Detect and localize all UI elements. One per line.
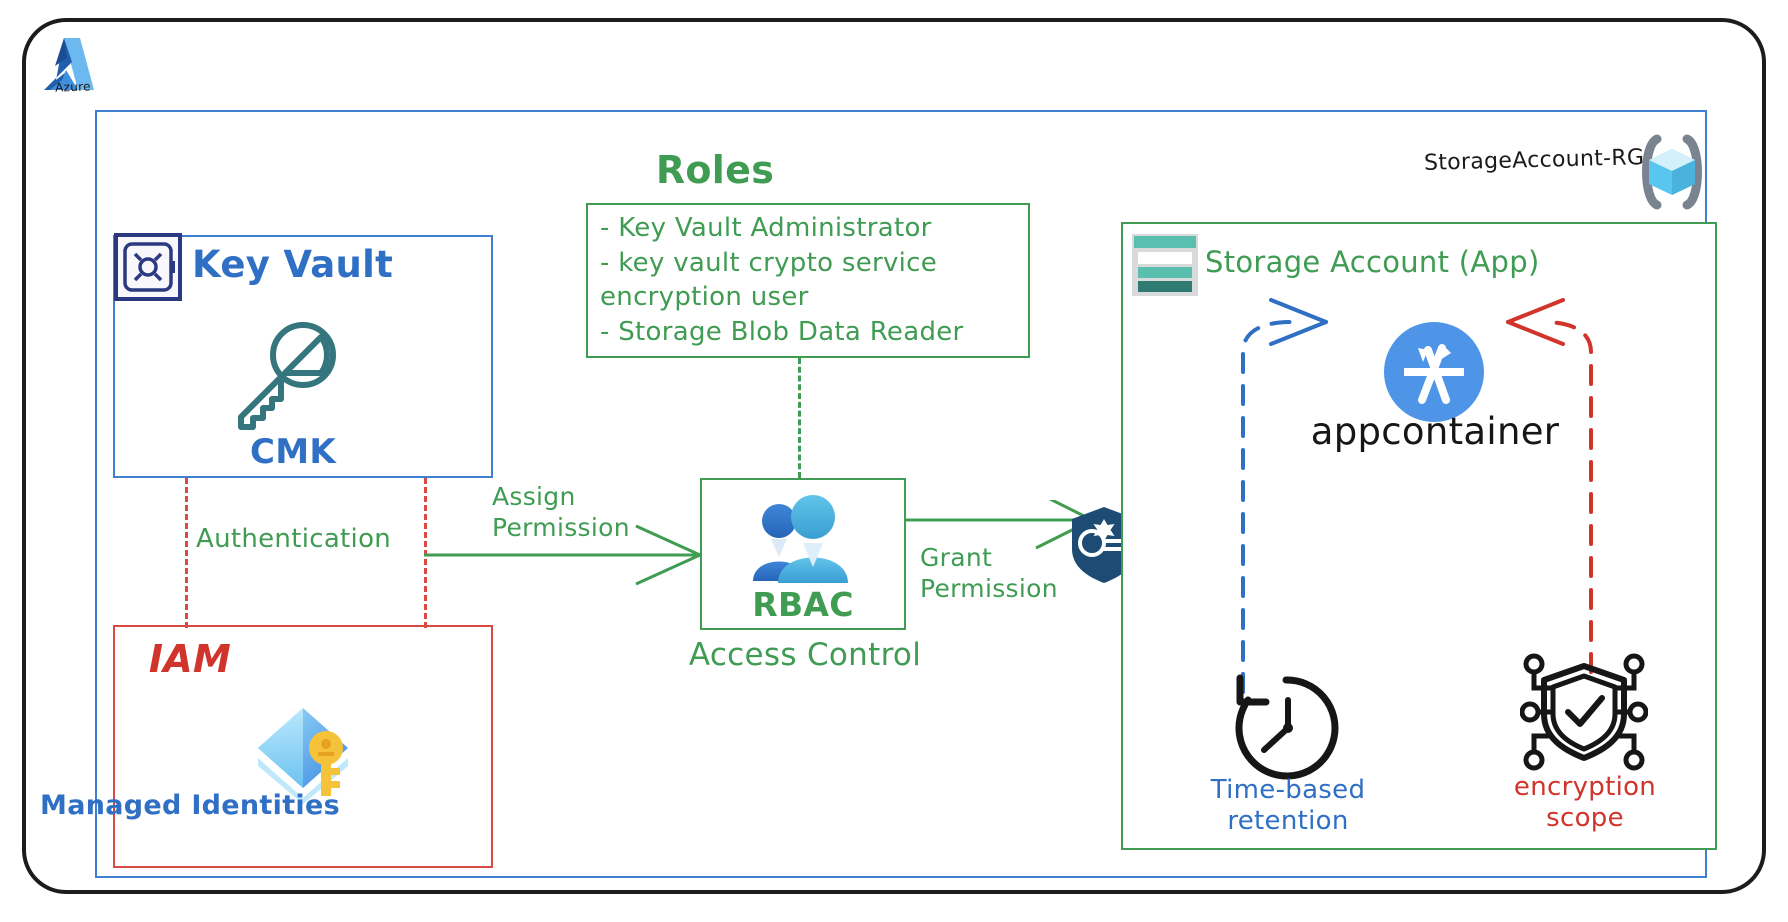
azure-logo bbox=[42, 36, 102, 98]
azure-logo-label: Azure bbox=[54, 79, 92, 95]
roles-box[interactable]: - Key Vault Administrator - key vault cr… bbox=[586, 203, 1030, 358]
iam-title: IAM bbox=[148, 637, 232, 681]
roles-title: Roles bbox=[655, 148, 775, 192]
clock-icon bbox=[1228, 672, 1343, 782]
key-icon bbox=[225, 315, 345, 435]
assign-permission-arrow bbox=[424, 520, 704, 590]
storage-account-title: Storage Account (App) bbox=[1205, 245, 1540, 279]
managed-identity-icon bbox=[248, 700, 358, 805]
key-vault-icon bbox=[114, 233, 182, 301]
grant-permission-line1: Grant bbox=[920, 543, 993, 572]
appcontainer-label: appcontainer bbox=[1310, 410, 1560, 453]
roles-item: - Key Vault Administrator bbox=[600, 213, 932, 243]
time-based-retention-label: Time-based retention bbox=[1188, 775, 1388, 836]
managed-identities-label: Managed Identities bbox=[40, 790, 340, 821]
rbac-label: RBAC bbox=[752, 585, 854, 624]
users-group-icon bbox=[745, 495, 860, 585]
authentication-label: Authentication bbox=[196, 524, 392, 554]
key-vault-title: Key Vault bbox=[192, 243, 394, 286]
assign-permission-label: Assign Permission bbox=[492, 481, 662, 544]
storage-account-icon bbox=[1132, 234, 1198, 296]
authentication-dash-left bbox=[185, 478, 188, 628]
authentication-dash-right bbox=[424, 478, 427, 628]
assign-permission-line1: Assign bbox=[492, 482, 576, 511]
grant-permission-label: Grant Permission bbox=[920, 542, 1085, 605]
roles-item: - key vault crypto service encryption us… bbox=[600, 247, 938, 313]
outer-frame bbox=[22, 18, 1766, 894]
app-store-icon[interactable] bbox=[1382, 320, 1486, 424]
cmk-label: CMK bbox=[250, 432, 337, 472]
access-control-caption: Access Control bbox=[688, 637, 922, 673]
keys-shield-icon bbox=[1068, 505, 1140, 585]
resource-group-icon bbox=[1633, 133, 1711, 211]
roles-item: - Storage Blob Data Reader bbox=[600, 316, 964, 347]
assign-permission-line2: Permission bbox=[492, 513, 630, 543]
encryption-scope-line2: scope bbox=[1546, 802, 1624, 833]
grant-permission-line2: Permission bbox=[920, 574, 1058, 604]
encryption-shield-icon bbox=[1519, 650, 1649, 774]
time-based-retention-line2: retention bbox=[1227, 805, 1349, 836]
encryption-scope-label: encryption scope bbox=[1490, 772, 1680, 833]
time-based-retention-line1: Time-based bbox=[1210, 775, 1366, 805]
roles-rbac-connector bbox=[798, 358, 801, 478]
encryption-scope-line1: encryption bbox=[1513, 772, 1657, 802]
